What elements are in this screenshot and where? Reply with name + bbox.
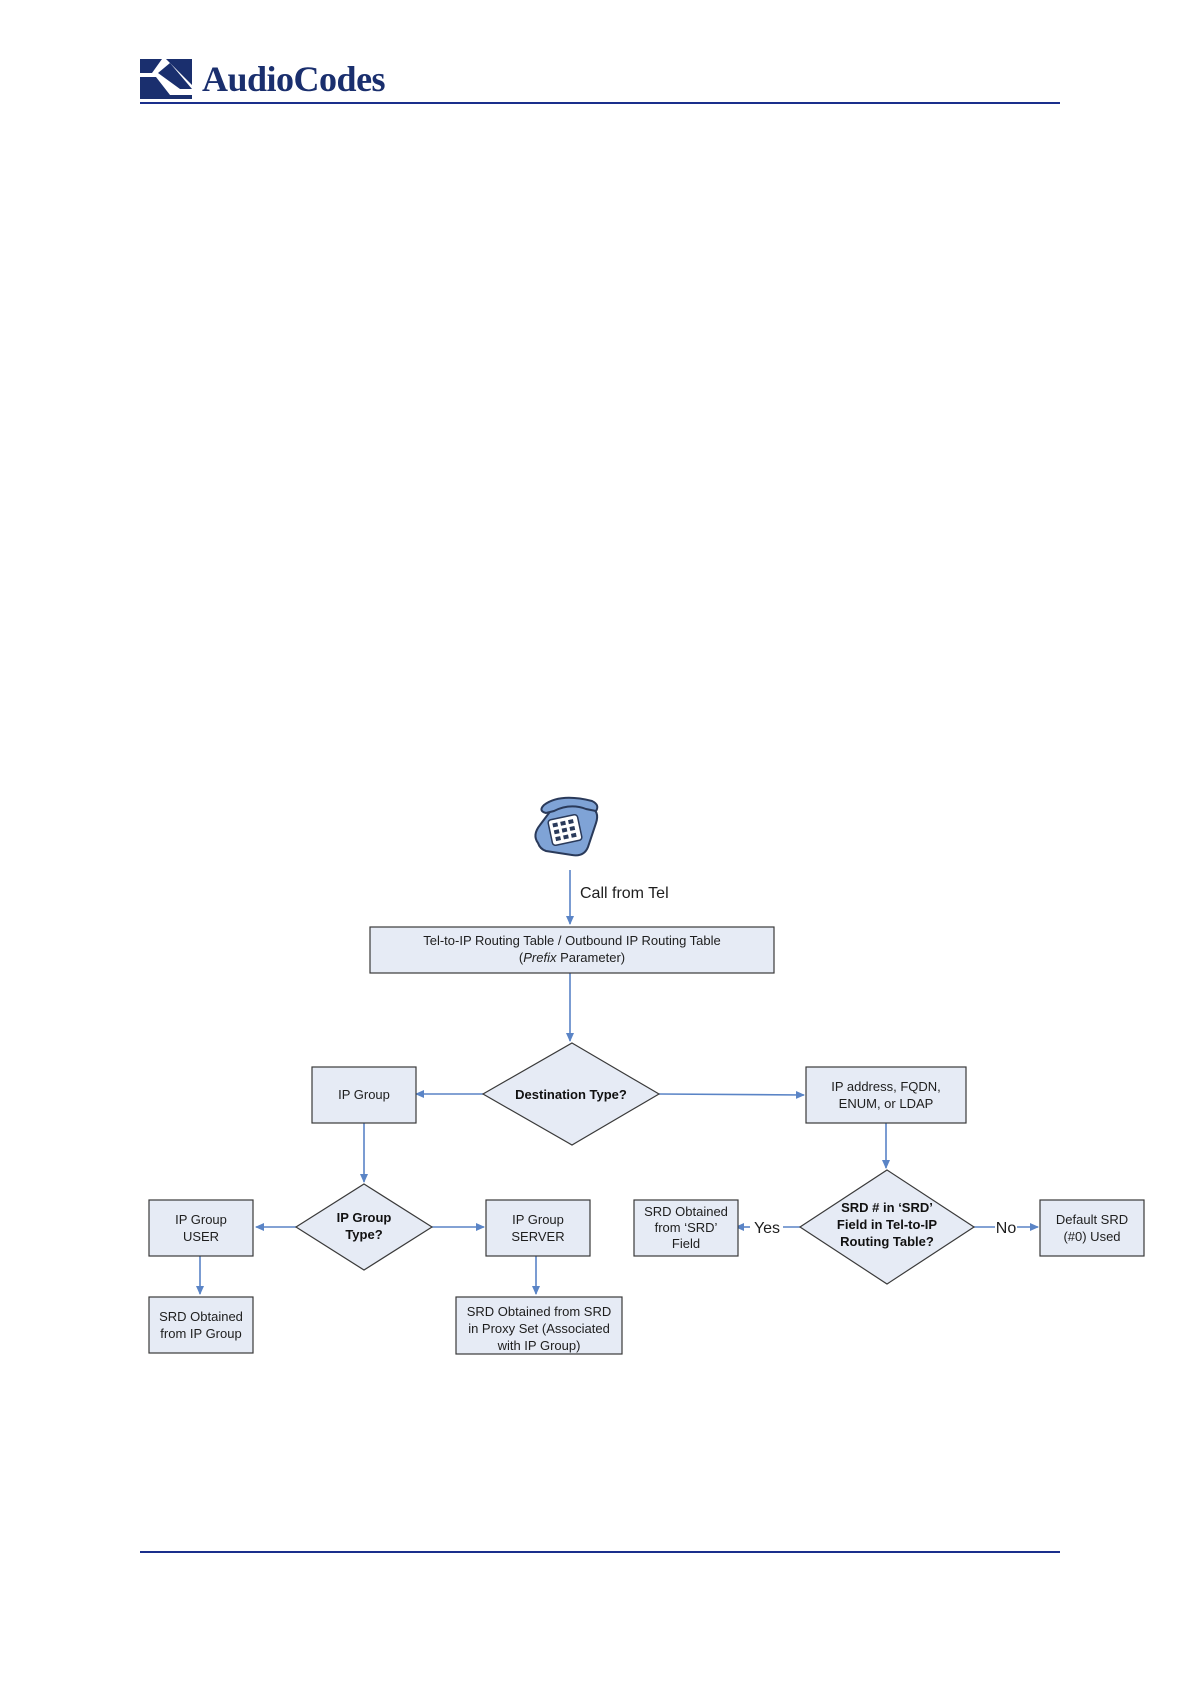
- srd-from-field-line1: SRD Obtained: [644, 1204, 728, 1219]
- srd-field-decision: SRD # in ‘SRD’ Field in Tel-to-IP Routin…: [798, 1169, 976, 1285]
- destination-type-label: Destination Type?: [515, 1087, 627, 1102]
- edge-destination-to-ipaddress: [658, 1090, 805, 1099]
- srd-from-proxy-line3: with IP Group): [497, 1338, 581, 1353]
- ip-group-type-decision: IP Group Type?: [294, 1183, 434, 1271]
- ip-group-user-line2: USER: [183, 1229, 219, 1244]
- no-label: No: [996, 1220, 1017, 1237]
- default-srd-node: Default SRD (#0) Used: [1039, 1199, 1145, 1257]
- ip-group-user-line1: IP Group: [175, 1212, 227, 1227]
- srd-from-proxy-line2: in Proxy Set (Associated: [468, 1321, 610, 1336]
- default-srd-line2: (#0) Used: [1063, 1229, 1120, 1244]
- ip-group-type-line2: Type?: [345, 1227, 382, 1242]
- telephone-icon: [534, 796, 599, 857]
- srd-from-field-node: SRD Obtained from ‘SRD’ Field: [633, 1199, 739, 1257]
- audiocodes-logo-icon: [140, 59, 192, 99]
- header-rule: [140, 102, 1060, 104]
- ip-group-label: IP Group: [338, 1087, 390, 1102]
- ip-address-line1: IP address, FQDN,: [831, 1079, 941, 1094]
- srd-decision-line2: Field in Tel-to-IP: [837, 1217, 937, 1232]
- call-from-tel-label: Call from Tel: [580, 885, 669, 902]
- ip-address-line2: ENUM, or LDAP: [839, 1096, 934, 1111]
- srd-from-ip-group-line2: from IP Group: [160, 1326, 241, 1341]
- ip-address-node: IP address, FQDN, ENUM, or LDAP: [805, 1066, 967, 1124]
- ip-group-server-line2: SERVER: [511, 1229, 564, 1244]
- srd-from-proxy-set-node: SRD Obtained from SRD in Proxy Set (Asso…: [455, 1296, 623, 1355]
- srd-decision-line3: Routing Table?: [840, 1234, 934, 1249]
- srd-selection-flowchart: Call from Tel Tel-to-IP Routing Table / …: [148, 796, 1145, 1355]
- srd-from-field-line2: from ‘SRD’: [655, 1220, 718, 1235]
- srd-from-ip-group-line1: SRD Obtained: [159, 1309, 243, 1324]
- routing-table-line1: Tel-to-IP Routing Table / Outbound IP Ro…: [423, 933, 721, 948]
- routing-table-line2: (Prefix Parameter): [519, 950, 625, 965]
- routing-table-node: Tel-to-IP Routing Table / Outbound IP Ro…: [369, 926, 775, 974]
- ip-group-server-line1: IP Group: [512, 1212, 564, 1227]
- srd-from-ip-group-node: SRD Obtained from IP Group: [148, 1296, 254, 1354]
- ip-group-server-node: IP Group SERVER: [485, 1199, 591, 1257]
- ip-group-node: IP Group: [311, 1066, 417, 1124]
- default-srd-line1: Default SRD: [1056, 1212, 1128, 1227]
- footer-rule: [140, 1551, 1060, 1553]
- brand-name: AudioCodes: [202, 59, 386, 99]
- srd-decision-line1: SRD # in ‘SRD’: [841, 1200, 933, 1215]
- srd-from-proxy-line1: SRD Obtained from SRD: [467, 1304, 612, 1319]
- ip-group-user-node: IP Group USER: [148, 1199, 254, 1257]
- srd-from-field-line3: Field: [672, 1236, 700, 1251]
- ip-group-type-line1: IP Group: [337, 1210, 392, 1225]
- yes-label: Yes: [754, 1220, 780, 1237]
- destination-type-decision: Destination Type?: [481, 1042, 661, 1146]
